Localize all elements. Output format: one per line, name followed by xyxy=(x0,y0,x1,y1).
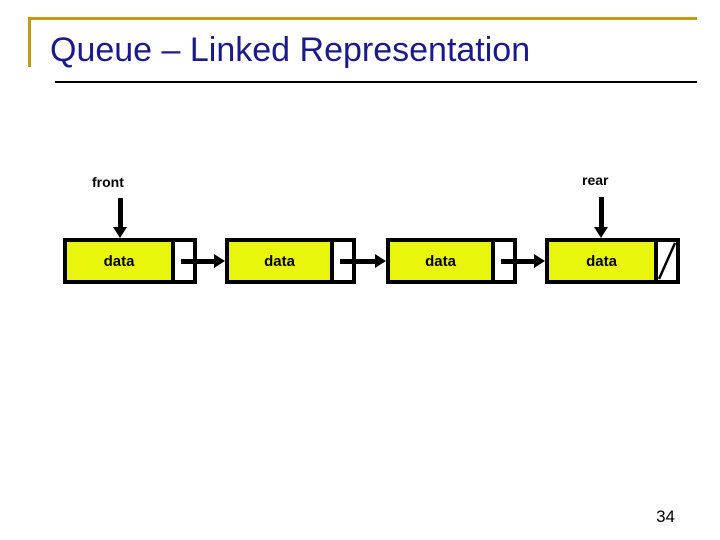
front-pointer-label: front xyxy=(92,174,124,190)
front-pointer-arrow xyxy=(113,198,127,238)
node-2-data-cell: data xyxy=(229,242,334,280)
list-node-3: data xyxy=(386,238,517,284)
list-node-1: data xyxy=(63,238,197,284)
node-1-data-cell: data xyxy=(67,242,175,280)
node-3-data-label: data xyxy=(425,252,456,270)
rear-pointer-label: rear xyxy=(582,172,609,188)
link-arrow-1-to-2 xyxy=(181,254,225,268)
node-2-data-label: data xyxy=(264,252,295,270)
link-arrow-3-to-4 xyxy=(501,254,545,268)
page-title: Queue – Linked Representation xyxy=(50,31,531,69)
list-node-4: data xyxy=(545,238,680,284)
node-4-data-label: data xyxy=(586,252,617,270)
null-pointer-slash-icon xyxy=(658,242,676,280)
node-4-pointer-cell xyxy=(658,242,676,280)
title-left-rule xyxy=(28,17,31,67)
title-bottom-rule xyxy=(55,81,697,83)
list-node-2: data xyxy=(225,238,356,284)
node-4-data-cell: data xyxy=(549,242,658,280)
slide-number: 34 xyxy=(656,507,675,526)
link-arrow-2-to-3 xyxy=(340,254,386,268)
node-1-data-label: data xyxy=(103,252,135,270)
rear-pointer-arrow xyxy=(594,197,608,238)
node-3-data-cell: data xyxy=(390,242,495,280)
title-area: Queue – Linked Representation xyxy=(0,0,720,95)
title-top-rule xyxy=(28,17,697,20)
